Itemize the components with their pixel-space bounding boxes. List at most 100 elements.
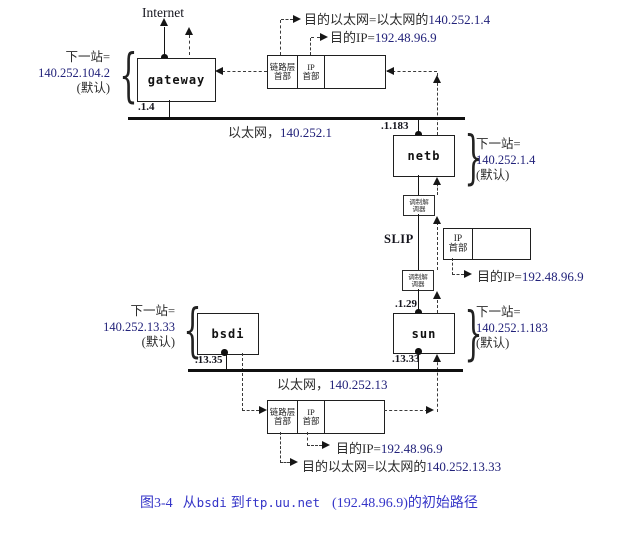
caption-host2: ftp.uu.net xyxy=(244,495,321,510)
port-sun-slip: .1.29 xyxy=(395,298,417,310)
modem-sun-line xyxy=(418,289,419,313)
frame-slip-ip-header: IP 首部 xyxy=(444,229,473,259)
arrow-right-slip-ip xyxy=(464,270,472,278)
gateway-eth-stem xyxy=(169,100,170,118)
brace-netb: } xyxy=(464,123,483,191)
slip-line xyxy=(418,214,419,270)
next-hop-netb-addr: 140.252.1.4 xyxy=(476,152,536,167)
ethernet-line-bottom xyxy=(188,369,463,373)
next-hop-gateway-addr: 140.252.104.2 xyxy=(38,65,110,80)
ann-bottom-eth-dashed-v xyxy=(280,432,281,463)
arrow-right-bottom-eth xyxy=(290,458,298,466)
sun-label: sun xyxy=(411,326,437,341)
sun-eth-stem xyxy=(418,352,419,370)
link-header-b-text2: 首部 xyxy=(273,416,291,426)
ann-slip-ip-addr: 192.48.96.9 xyxy=(521,269,584,284)
next-hop-sun-line1: 下一站= xyxy=(476,305,521,319)
caption-p2: 到 xyxy=(230,496,245,511)
ann-bottom-ip: 目的IP=192.48.96.9 xyxy=(336,438,443,457)
modem-sun-dashed xyxy=(437,295,438,313)
ip-header-text: IP xyxy=(307,61,315,72)
gateway-internet-line xyxy=(164,27,165,55)
ann-top-ip-label: 目的IP= xyxy=(330,30,375,45)
ip-header-b-text1: IP xyxy=(307,406,315,417)
bsdi-frame-dashed-h xyxy=(242,410,259,411)
frame-to-sun-dashed-h xyxy=(384,410,428,411)
next-hop-bsdi: 下一站= 140.252.13.33 (默认) xyxy=(65,304,175,351)
ann-top-eth-label: 目的以太网=以太网的 xyxy=(304,12,429,27)
ann-top-eth-addr: 140.252.1.4 xyxy=(428,12,491,27)
caption-p1: 从 xyxy=(182,496,197,511)
slip-ip-text2: 首部 xyxy=(448,244,468,254)
next-hop-gateway-line3: (默认) xyxy=(76,81,110,95)
ann-bottom-eth-addr: 140.252.13.33 xyxy=(426,459,502,474)
port-sun-eth: .13.33 xyxy=(392,353,420,365)
ann-bottom-ip-label: 目的IP= xyxy=(336,441,381,456)
frame-top-data xyxy=(325,56,385,88)
next-hop-gateway-line1: 下一站= xyxy=(65,50,110,64)
arrow-up-into-modem-lower xyxy=(433,291,441,299)
ann-bottom-eth-label: 目的以太网=以太网的 xyxy=(302,459,427,474)
packet-frame-top: 链路层 首部 IP 首部 xyxy=(267,55,386,89)
brace-sun: } xyxy=(464,299,483,367)
node-bsdi: bsdi xyxy=(197,313,259,355)
ann-top-ip-addr: 192.48.96.9 xyxy=(374,30,437,45)
port-bsdi: .13.35 xyxy=(195,354,223,366)
ethernet-bottom-address: 140.252.13 xyxy=(329,377,388,392)
ann-top-ip: 目的IP=192.48.96.9 xyxy=(330,27,437,46)
arrow-up-frame-elbow xyxy=(433,75,441,83)
ann-top-ip-dashed-h xyxy=(311,37,320,38)
next-hop-gateway: 下一站= 140.252.104.2 (默认) xyxy=(8,50,110,97)
slip-dashed xyxy=(437,222,438,270)
next-hop-bsdi-line3: (默认) xyxy=(141,335,175,349)
ip-header-text2: 首部 xyxy=(302,71,320,81)
ann-top-eth: 目的以太网=以太网的140.252.1.4 xyxy=(304,9,490,28)
frame-bottom-ip-header: IP 首部 xyxy=(298,401,325,433)
ethernet-bottom-prefix: 以太网， xyxy=(277,377,330,392)
bsdi-frame-dashed-v xyxy=(242,353,243,411)
ethernet-top-address: 140.252.1 xyxy=(280,125,333,140)
ann-slip-ip: 目的IP=192.48.96.9 xyxy=(477,266,584,285)
frame-top-link-header: 链路层 首部 xyxy=(268,56,298,88)
slip-label: SLIP xyxy=(384,232,414,246)
bsdi-eth-stem xyxy=(226,353,227,370)
frame-top-ip-header: IP 首部 xyxy=(298,56,325,88)
modem-lower: 调制解 调器 xyxy=(402,270,434,291)
arrow-right-bottom-ip xyxy=(322,441,330,449)
ann-top-ip-dashed-v xyxy=(310,38,311,55)
ann-bottom-eth-dashed-h xyxy=(280,462,290,463)
junction-dot-sun-bottom xyxy=(415,348,422,355)
netb-to-frame-dashed-h xyxy=(387,71,437,72)
junction-dot-bsdi-bottom xyxy=(221,349,228,356)
modem-lower-text1: 调制解 xyxy=(408,273,428,281)
link-header-text: 链路层 xyxy=(269,61,296,72)
frame-slip-data xyxy=(473,229,530,259)
frame-bottom-data xyxy=(325,401,384,433)
next-hop-bsdi-line1: 下一站= xyxy=(130,304,175,318)
packet-frame-slip: IP 首部 xyxy=(443,228,531,260)
ip-header-b-text2: 首部 xyxy=(302,416,320,426)
ann-slip-dashed-v xyxy=(452,258,453,275)
ann-bottom-ip-addr: 192.48.96.9 xyxy=(380,441,443,456)
arrow-right-top-ip xyxy=(320,33,328,41)
internet-label: Internet xyxy=(142,5,184,20)
node-netb: netb xyxy=(393,135,455,177)
sun-frame-dashed-v xyxy=(437,357,438,412)
junction-dot-gateway-top xyxy=(161,54,168,61)
bsdi-label: bsdi xyxy=(211,327,245,341)
ann-bottom-ip-dashed-v xyxy=(307,432,308,446)
arrow-up-internet-dashed xyxy=(185,27,193,35)
caption-host1: bsdi xyxy=(196,495,227,510)
link-header-b-text1: 链路层 xyxy=(269,406,296,417)
gateway-label: gateway xyxy=(147,73,206,87)
frame-bottom-link-header: 链路层 首部 xyxy=(268,401,298,433)
junction-dot-netb-top xyxy=(415,131,422,138)
node-sun: sun xyxy=(393,313,455,354)
slip-ip-text: IP xyxy=(453,233,463,244)
next-hop-bsdi-addr: 140.252.13.33 xyxy=(103,319,175,334)
modem-upper-text1: 调制解 xyxy=(409,198,429,206)
caption-fig: 图3-4 xyxy=(140,496,173,511)
netb-modem-line xyxy=(418,175,419,195)
netb-to-frame-dashed-v xyxy=(437,73,438,135)
